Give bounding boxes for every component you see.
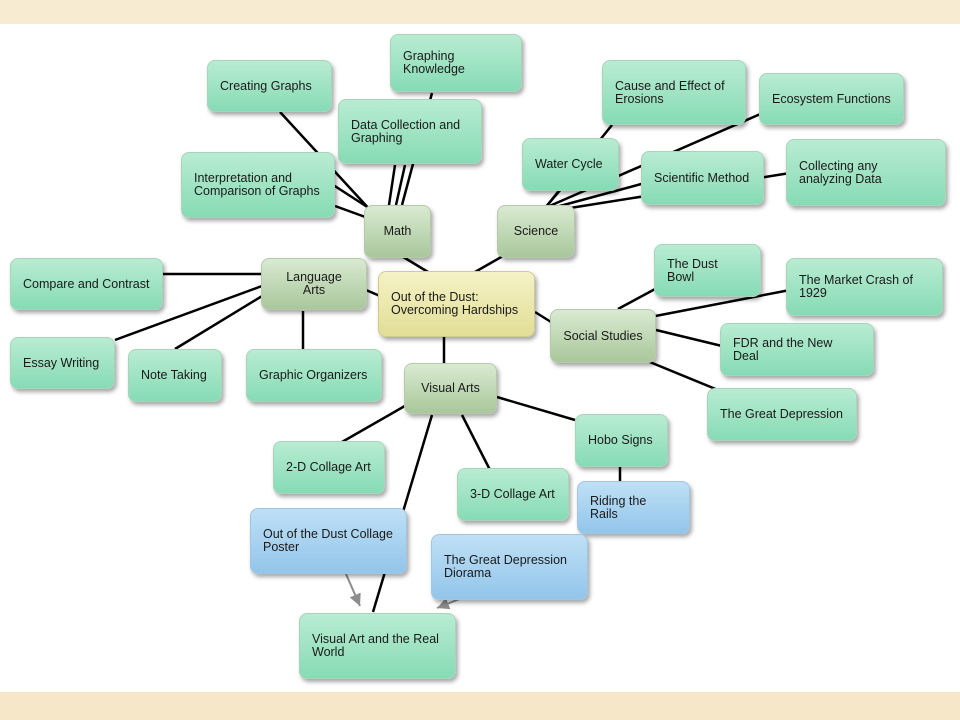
water-cycle-node: Water Cycle	[522, 138, 619, 191]
bottom-accent-band	[0, 692, 960, 720]
ecosystem-label: Ecosystem Functions	[772, 91, 891, 106]
edge-math-interpretation-2	[334, 204, 369, 220]
fdr-label: FDR and the New Deal	[733, 335, 833, 363]
collage-poster-node: Out of the Dust Collage Poster	[250, 508, 407, 574]
science-node-label: Science	[513, 224, 559, 238]
diorama-label: The Great Depression Diorama	[444, 553, 567, 580]
graphing-knowledge-node: Graphing Knowledge	[390, 34, 522, 92]
math-node-label: Math	[383, 224, 412, 238]
compare-contrast-node: Compare and Contrast	[10, 258, 163, 310]
visual-arts-label: Visual Arts	[421, 381, 480, 395]
graphic-organizers-node: Graphic Organizers	[246, 349, 382, 402]
essay-writing-node: Essay Writing	[10, 337, 115, 389]
social-studies-label: Social Studies	[563, 328, 643, 343]
center-node: Out of the Dust: Overcoming Hardships	[378, 271, 535, 337]
scientific-method-node: Scientific Method	[641, 151, 764, 205]
market-crash-label: The Market Crash of 1929	[799, 273, 913, 300]
riding-rails-node: Riding the Rails	[577, 481, 690, 534]
fdr-node: FDR and the New Deal	[720, 323, 874, 376]
edge-math-data-collection-1	[387, 164, 397, 206]
great-depression-label: The Great Depression	[720, 407, 843, 421]
social-studies-node: Social Studies	[550, 309, 656, 363]
great-depression-node: The Great Depression	[707, 388, 857, 441]
note-taking-label: Note Taking	[141, 368, 207, 382]
cause-effect-label: Cause and Effect of Erosions	[615, 78, 725, 106]
edge-va-2d-collage	[341, 401, 411, 444]
edge-ss-great-depression	[639, 356, 719, 392]
scientific-method-label: Scientific Method	[654, 170, 750, 185]
hobo-signs-node: Hobo Signs	[575, 414, 668, 467]
edge-center-social-studies	[534, 310, 552, 324]
diorama-node: The Great Depression Diorama	[431, 534, 588, 600]
edge-la-essay-writing	[114, 284, 263, 342]
visual-arts-node: Visual Arts	[404, 363, 497, 414]
market-crash-node: The Market Crash of 1929	[786, 258, 943, 316]
collage-2d-node: 2-D Collage Art	[273, 441, 385, 494]
arrow-poster-real-world	[345, 573, 361, 607]
creating-graphs-node: Creating Graphs	[207, 60, 332, 112]
dust-bowl-node: The Dust Bowl	[654, 244, 761, 297]
collecting-data-label: Collecting any analyzing Data	[799, 158, 882, 186]
math-node: Math	[364, 205, 431, 258]
real-world-node: Visual Art and the Real World	[299, 613, 456, 679]
collage-2d-label: 2-D Collage Art	[286, 460, 371, 474]
interpretation-label: Interpretation and Comparison of Graphs	[194, 171, 320, 198]
hobo-signs-label: Hobo Signs	[588, 433, 653, 447]
top-accent-band	[0, 0, 960, 24]
creating-graphs-label: Creating Graphs	[220, 78, 312, 93]
edge-ss-fdr	[655, 328, 723, 348]
compare-contrast-label: Compare and Contrast	[23, 276, 150, 291]
collage-poster-label: Out of the Dust Collage Poster	[263, 527, 393, 554]
edge-math-data-collection-2	[394, 164, 407, 206]
language-arts-node: Language Arts	[261, 258, 367, 310]
cause-effect-node: Cause and Effect of Erosions	[602, 60, 746, 125]
data-collection-node: Data Collection and Graphing	[338, 99, 482, 164]
essay-writing-label: Essay Writing	[23, 355, 100, 370]
language-arts-label: Language Arts	[286, 270, 342, 297]
science-node: Science	[497, 205, 575, 258]
edge-center-language-arts	[365, 288, 381, 298]
edge-va-3d-collage	[460, 414, 492, 471]
water-cycle-label: Water Cycle	[535, 157, 603, 171]
ecosystem-node: Ecosystem Functions	[759, 73, 904, 125]
real-world-label: Visual Art and the Real World	[312, 632, 439, 659]
edge-va-hobo-signs	[496, 395, 576, 422]
collage-3d-node: 3-D Collage Art	[457, 468, 569, 521]
graphing-knowledge-label: Graphing Knowledge	[403, 49, 465, 76]
edge-ss-market-crash	[644, 288, 791, 320]
interpretation-node: Interpretation and Comparison of Graphs	[181, 152, 335, 218]
center-node-label: Out of the Dust: Overcoming Hardships	[391, 290, 519, 317]
graphic-organizers-label: Graphic Organizers	[259, 368, 368, 382]
collecting-data-node: Collecting any analyzing Data	[786, 139, 946, 206]
dust-bowl-label: The Dust Bowl	[667, 256, 718, 284]
data-collection-label: Data Collection and Graphing	[351, 117, 461, 145]
edge-la-note-taking	[174, 288, 273, 351]
collage-3d-label: 3-D Collage Art	[470, 487, 555, 501]
edge-ss-dust-bowl	[617, 286, 658, 311]
note-taking-node: Note Taking	[128, 349, 222, 402]
riding-rails-label: Riding the Rails	[590, 493, 647, 521]
